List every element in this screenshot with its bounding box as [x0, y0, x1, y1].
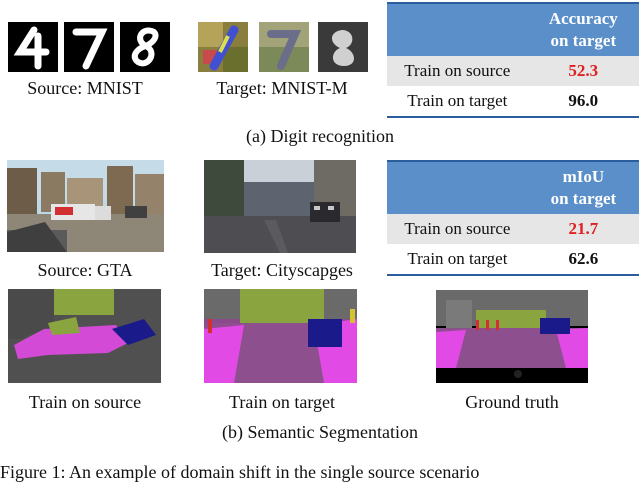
target-caption-cityscapes: Target: Cityscapges: [211, 260, 353, 280]
figure-caption: Figure 1: An example of domain shift in …: [0, 462, 480, 482]
mnistm-digit-1: [198, 22, 248, 72]
table-row-label: Train on source: [387, 56, 528, 86]
subcaption-semantic-segmentation: (b) Semantic Segmentation: [222, 422, 418, 442]
table-cell-value: 21.7: [527, 214, 639, 244]
table-row-label: Train on target: [387, 86, 528, 116]
table-cell-value: 96.0: [527, 86, 639, 116]
table-row-label: Train on source: [387, 214, 528, 244]
mnistm-digit-7: [259, 22, 309, 72]
segmentation-train-on-source: [8, 289, 161, 383]
mnistm-digit-8: [318, 22, 368, 72]
segmentation-train-on-target: [204, 289, 357, 383]
segmentation-results-table: mIoU on target Train on source 21.7 Trai…: [387, 160, 639, 276]
table-header-subtitle: on target: [550, 31, 617, 50]
panel-caption-ground-truth: Ground truth: [465, 392, 559, 412]
mnist-digit-4: [8, 22, 58, 72]
panel-caption-train-on-target: Train on target: [229, 392, 335, 412]
table-header-metric: mIoU: [562, 167, 605, 186]
table-header-metric: Accuracy: [548, 9, 618, 28]
panel-caption-train-on-source: Train on source: [28, 392, 142, 412]
source-caption-mnist: Source: MNIST: [27, 78, 143, 98]
table-header-subtitle: on target: [550, 189, 617, 208]
gta-source-image: [7, 160, 164, 252]
mnist-digit-8: [120, 22, 170, 72]
table-cell-value: 62.6: [527, 244, 639, 274]
cityscapes-target-image: [204, 160, 356, 253]
digit-results-table: Accuracy on target Train on source 52.3 …: [387, 2, 639, 118]
mnist-digit-7: [64, 22, 114, 72]
segmentation-ground-truth: [436, 290, 588, 383]
table-cell-value: 52.3: [527, 56, 639, 86]
target-caption-mnist-m: Target: MNIST-M: [216, 78, 348, 98]
subcaption-digit-recognition: (a) Digit recognition: [246, 126, 394, 146]
source-caption-gta: Source: GTA: [37, 260, 133, 280]
table-row-label: Train on target: [387, 244, 528, 274]
